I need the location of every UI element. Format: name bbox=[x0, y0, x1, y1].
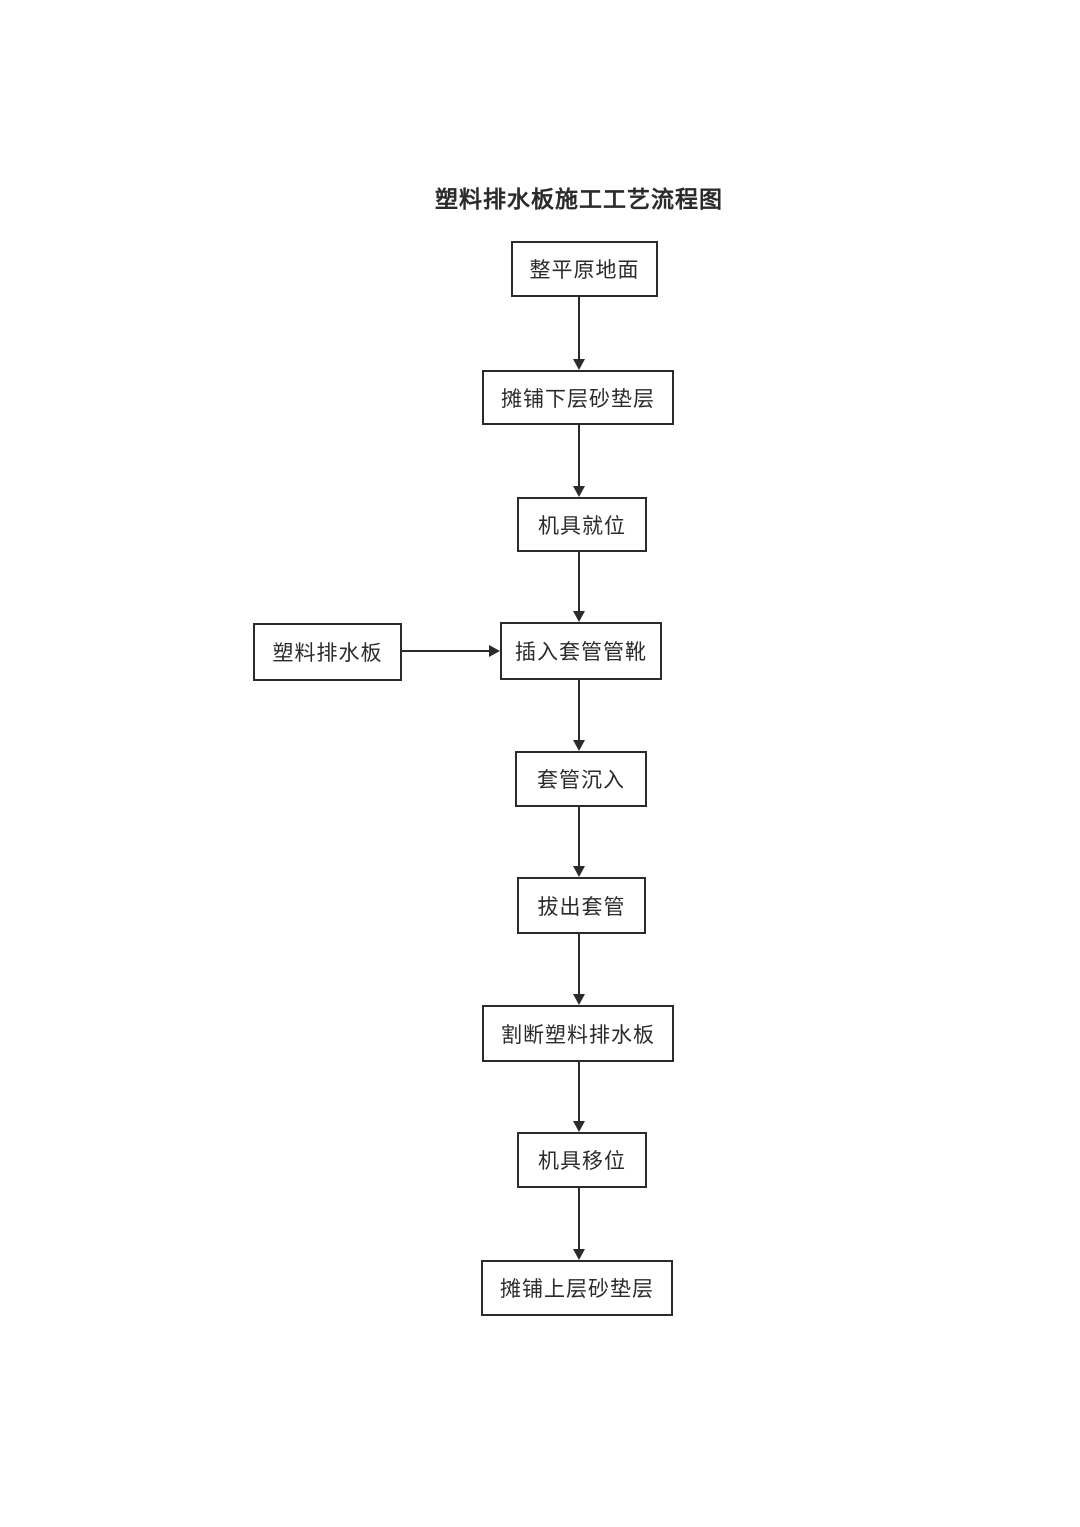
arrow-down-2 bbox=[573, 425, 585, 497]
diagram-title: 塑料排水板施工工艺流程图 bbox=[435, 187, 723, 212]
arrow-down-8 bbox=[573, 1188, 585, 1260]
node-casing-sink-in: 套管沉入 bbox=[515, 751, 647, 807]
node-cut-plastic-drainage-board: 割断塑料排水板 bbox=[482, 1005, 674, 1062]
arrow-down-7 bbox=[573, 1062, 585, 1132]
node-level-original-ground: 整平原地面 bbox=[511, 241, 658, 297]
arrow-down-5 bbox=[573, 807, 585, 877]
node-equipment-in-place: 机具就位 bbox=[517, 497, 647, 552]
arrow-right-side-input bbox=[402, 645, 500, 657]
node-plastic-drainage-board-input: 塑料排水板 bbox=[253, 623, 402, 681]
node-equipment-relocate: 机具移位 bbox=[517, 1132, 647, 1188]
node-insert-casing-shoe: 插入套管管靴 bbox=[500, 622, 662, 680]
node-spread-lower-sand-cushion: 摊铺下层砂垫层 bbox=[482, 370, 674, 425]
arrow-down-4 bbox=[573, 680, 585, 751]
arrow-down-1 bbox=[573, 297, 585, 370]
arrow-down-3 bbox=[573, 552, 585, 622]
node-pull-out-casing: 拔出套管 bbox=[517, 877, 646, 934]
node-spread-upper-sand-cushion: 摊铺上层砂垫层 bbox=[481, 1260, 673, 1316]
arrow-down-6 bbox=[573, 934, 585, 1005]
